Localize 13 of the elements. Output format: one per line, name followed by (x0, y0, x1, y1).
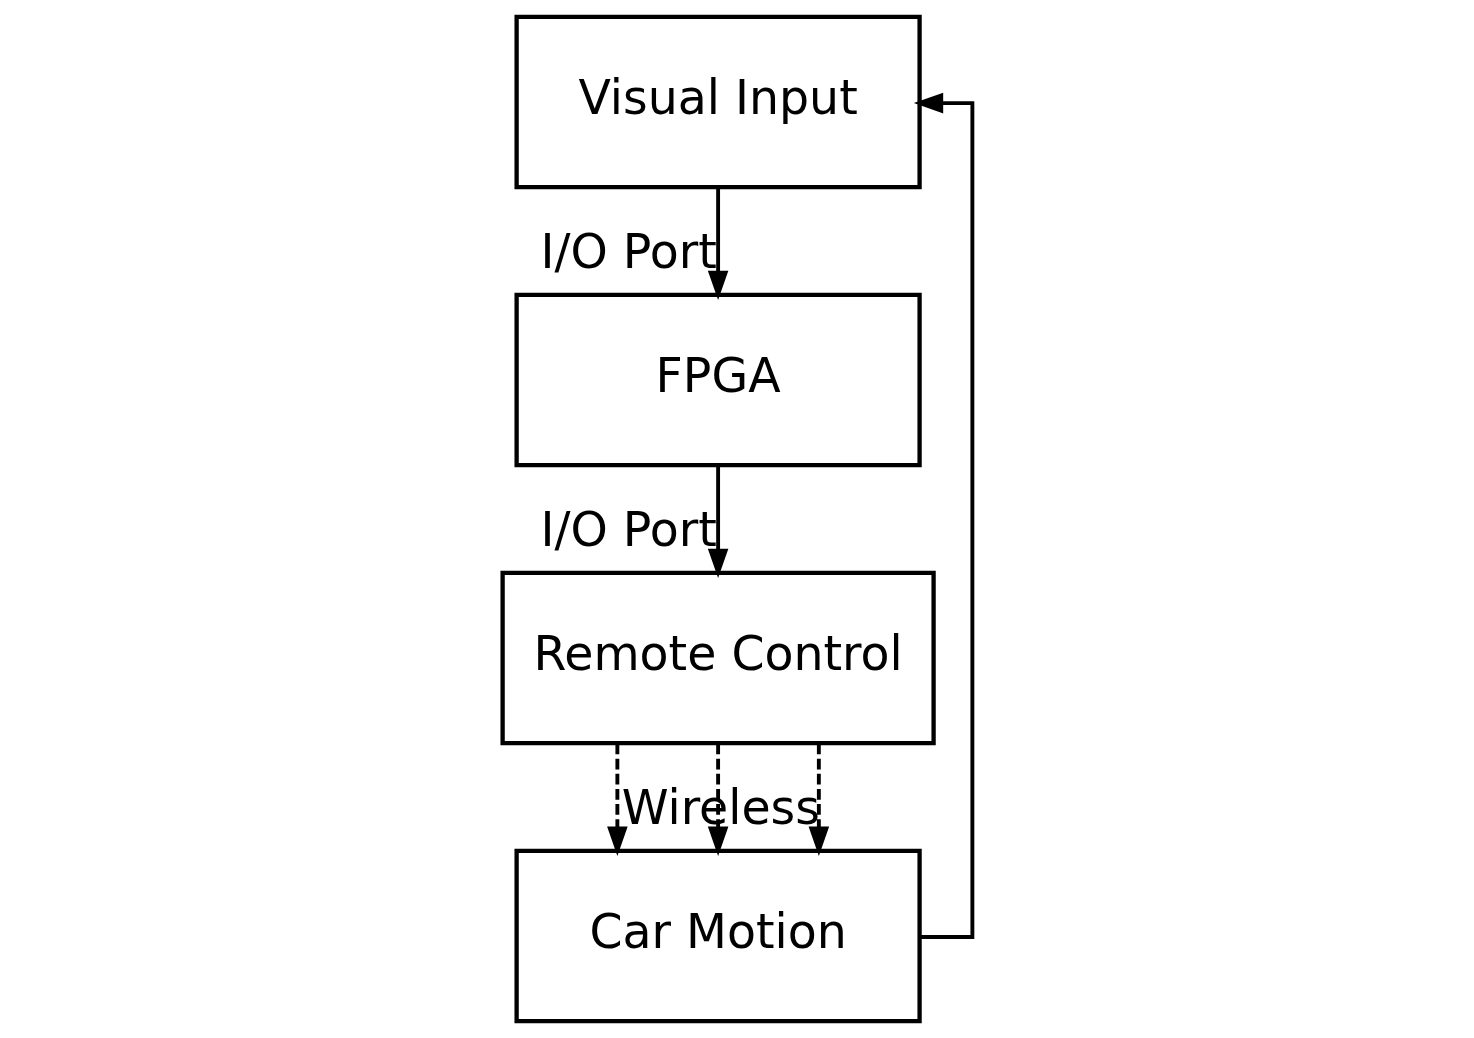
edge-label: Wireless (621, 780, 820, 836)
node-box: Visual Input (513, 14, 922, 190)
edge-label: I/O Port (540, 224, 717, 280)
arrow (606, 743, 628, 856)
arrow (913, 92, 974, 939)
node-box: Car Motion (513, 848, 922, 1024)
arrow (808, 743, 829, 856)
arrow (707, 743, 728, 856)
node-box: Remote Control (499, 570, 936, 746)
arrow (707, 187, 728, 300)
node-box: FPGA (513, 292, 922, 468)
arrow (707, 465, 728, 578)
edge-label: I/O Port (540, 502, 717, 558)
